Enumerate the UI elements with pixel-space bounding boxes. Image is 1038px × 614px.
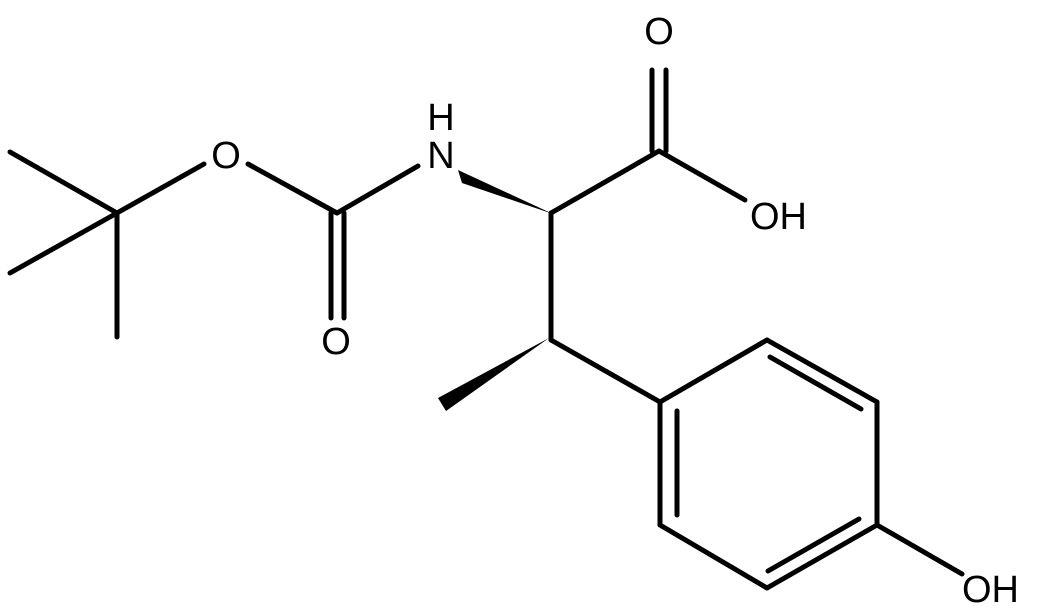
ring-bond-2 xyxy=(764,337,880,405)
bond-calpha-to-carboxyl xyxy=(548,148,662,216)
bond-oxygen-to-carbonyl xyxy=(245,161,340,216)
bond-ring-to-phenol-oh xyxy=(874,522,965,577)
atom-label-ether-oxygen: O xyxy=(211,135,241,177)
wedge-bond-n-to-calpha xyxy=(458,170,553,214)
ring-inner-double-2 xyxy=(765,516,862,574)
hydroxyphenyl-ring xyxy=(548,337,965,591)
bond-tbu-methyl-upper xyxy=(7,149,120,216)
ring-inner-double-1 xyxy=(767,354,864,412)
atom-labels: H N O O O OH OH xyxy=(211,11,1019,611)
atom-label-acid-hydroxyl: OH xyxy=(750,196,807,238)
atom-label-nitrogen: N xyxy=(427,135,454,177)
bond-carbonyl-to-nitrogen xyxy=(334,163,421,216)
boc-carbamate xyxy=(245,161,421,321)
ring-bond-4 xyxy=(764,522,880,591)
bond-tbu-methyl-lower xyxy=(7,210,120,276)
tert-butyl-group xyxy=(7,149,207,340)
bond-cbeta-to-ring xyxy=(548,337,663,405)
stereocenters xyxy=(438,148,662,411)
atom-label-phenol-hydroxyl: OH xyxy=(962,569,1019,611)
bond-tbu-to-oxygen xyxy=(114,161,207,216)
wedge-bond-cbeta-to-methyl xyxy=(438,338,549,411)
atom-label-acid-carbonyl-oxygen: O xyxy=(644,11,674,53)
atom-label-nh-hydrogen: H xyxy=(427,97,454,139)
carboxylic-acid xyxy=(649,67,748,203)
ring-bond-5 xyxy=(657,522,770,591)
atom-label-carbamate-oxygen: O xyxy=(321,321,351,363)
bond-acid-c-oh xyxy=(656,148,748,203)
ring-bond-1 xyxy=(657,337,770,405)
